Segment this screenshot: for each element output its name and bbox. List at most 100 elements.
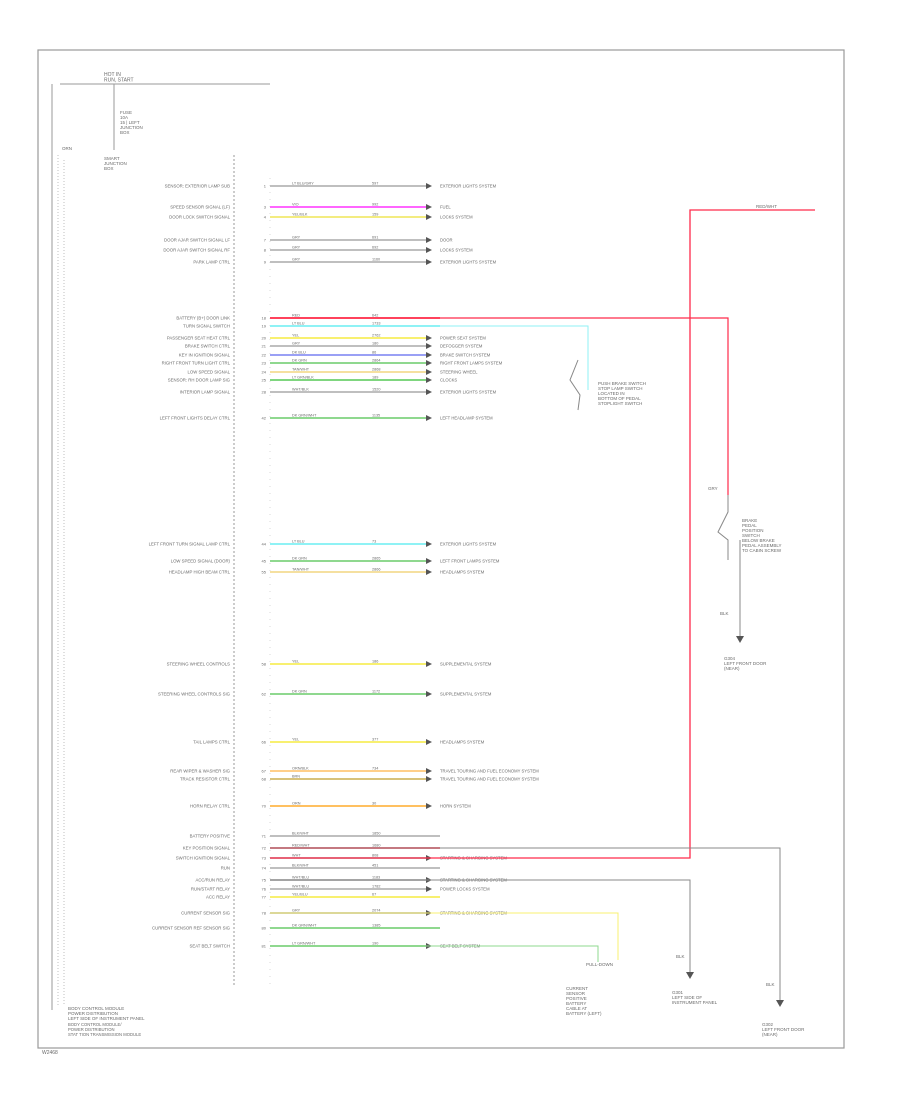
connector-pin: 20: [262, 336, 267, 341]
connector-label: LEFT FRONT LIGHTS DELAY CTRL: [160, 416, 231, 421]
connector-label: CURRENT SENSOR REF SENSOR SIG: [152, 926, 231, 931]
circuit-number: 2074: [372, 909, 380, 913]
circuit-number: 2762: [372, 334, 380, 338]
wire-color-code: DK BLU: [292, 351, 306, 355]
connector-pin: 58: [262, 662, 267, 667]
destination-label: CLOCKS: [440, 378, 457, 383]
circuit-number: 1850: [372, 832, 380, 836]
wire-color-code: YEL: [292, 738, 299, 742]
wire-color-code: LT BLU: [292, 540, 305, 544]
connector-pin: 71: [262, 834, 267, 839]
wire-arrow: [426, 415, 432, 421]
circuit-number: 692: [372, 246, 378, 250]
wire-arrow: [426, 558, 432, 564]
circuit-number: 808: [372, 854, 378, 858]
destination-label: SUPPLEMENTAL SYSTEM: [440, 692, 492, 697]
wire-color-code: YEL/BLU: [292, 893, 308, 897]
g-blk-label: BLK: [720, 611, 729, 616]
red-wire-label: RED/WHT: [756, 204, 777, 209]
connector-label: PARK LAMP CTRL: [193, 260, 230, 265]
wire-arrow: [426, 259, 432, 265]
wire-arrow: [426, 247, 432, 253]
connector-pin: 70: [262, 804, 267, 809]
connector-label: TAIL LAMPS CTRL: [193, 740, 230, 745]
wire-arrow: [426, 377, 432, 383]
connector-pin: 4: [264, 215, 267, 220]
connector-label: SWITCH IGNITION SIGNAL: [176, 856, 231, 861]
wire-color-code: LT BLU: [292, 322, 305, 326]
wire-color-code: RED/WHT: [292, 844, 310, 848]
destination-label: HEADLAMPS SYSTEM: [440, 570, 485, 575]
brake-switch-symbol: [717, 495, 729, 560]
gray-wire-label: GRY: [708, 486, 718, 491]
blk2-label: BLK: [676, 954, 685, 959]
connector-label: LOW SPEED SIGNAL: [187, 370, 230, 375]
ground-arrow-3: [776, 1000, 784, 1007]
wire-arrow: [426, 803, 432, 809]
circuit-number: 189: [372, 376, 378, 380]
circuit-number: 1385: [372, 924, 380, 928]
destination-label: EXTERIOR LIGHTS SYSTEM: [440, 184, 497, 189]
wire-color-code: GRY: [292, 246, 301, 250]
wire-color-code: TAN/WHT: [292, 568, 310, 572]
destination-label: HEADLAMPS SYSTEM: [440, 740, 485, 745]
wire-arrow: [426, 352, 432, 358]
wire-color-code: DK GRN: [292, 557, 307, 561]
destination-label: FUEL: [440, 205, 451, 210]
circuit-number: 2865: [372, 557, 380, 561]
circuit-number: 2868: [372, 368, 380, 372]
circuit-number: 190: [372, 942, 378, 946]
destination-label: LOCKS SYSTEM: [440, 215, 473, 220]
wire-color-code: LT GRN/WHT: [292, 942, 316, 946]
wire-arrow: [426, 369, 432, 375]
circuit-number: 992: [372, 203, 378, 207]
connector-pin: 68: [262, 777, 267, 782]
wire-color-code: BLK/WHT: [292, 832, 310, 836]
circuit-number: 1172: [372, 690, 380, 694]
wire-arrow: [426, 739, 432, 745]
wire-color-code: DK GRN/WHT: [292, 924, 317, 928]
destination-label: LEFT HEADLAMP SYSTEM: [440, 416, 493, 421]
connector-label: BRAKE SWITCH CTRL: [185, 344, 231, 349]
wire-arrow: [426, 886, 432, 892]
brake-red-wire: [270, 317, 729, 495]
connector-pin: 28: [262, 390, 267, 395]
connector-label: TRACK RESISTOR CTRL: [180, 777, 231, 782]
connector-pin: 18: [262, 316, 267, 321]
wire-color-code: DK GRN: [292, 690, 307, 694]
connector-label: RIGHT FRONT TURN LIGHT CTRL: [162, 361, 231, 366]
connector-pin: 73: [262, 856, 267, 861]
connector-label: BATTERY (B+) DOOR LINK: [176, 316, 230, 321]
wire-color-code: GRY: [292, 258, 301, 262]
connector-pin: 23: [262, 361, 267, 366]
wire-arrow: [426, 389, 432, 395]
connector-label: SENSOR: EXTERIOR LAMP SUB: [165, 184, 230, 189]
stop-lamp-switch: [569, 359, 581, 411]
wire-color-code: ORN/BLK: [292, 767, 309, 771]
connector-pin: 1: [264, 184, 267, 189]
destination-label: BRAKE SWITCH SYSTEM: [440, 353, 491, 358]
diagram-frame: [37, 49, 845, 1049]
wire-color-code: DK GRN: [292, 359, 307, 363]
circuit-number: 734: [372, 767, 378, 771]
circuit-number: 1733: [372, 322, 380, 326]
destination-label: EXTERIOR LIGHTS SYSTEM: [440, 260, 497, 265]
wire-arrow: [426, 569, 432, 575]
connector-pin: 78: [262, 911, 267, 916]
connector-label: DOOR LOCK SWITCH SIGNAL: [169, 215, 230, 220]
connector-label: REAR WIPER & WASHER SIG: [170, 769, 230, 774]
connector-pin: 44: [262, 542, 267, 547]
wire-arrow: [426, 768, 432, 774]
connector-label: KEY IN IGNITION SIGNAL: [179, 353, 231, 358]
connector-pin: 66: [262, 740, 267, 745]
connector-pin: 42: [262, 416, 267, 421]
connector-pin: 55: [262, 570, 267, 575]
